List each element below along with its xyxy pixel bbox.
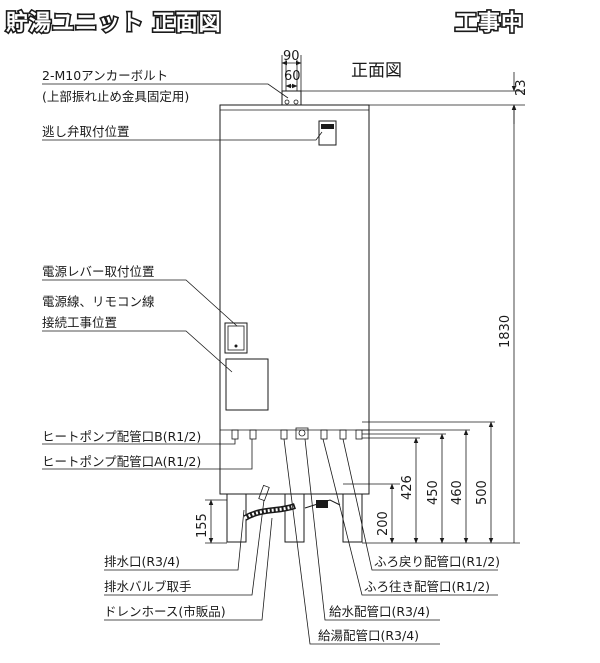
- dim-bolt-inner: 60: [284, 69, 301, 84]
- right-dimensions: 1830 426 450 460 500 200: [343, 104, 520, 544]
- dim-500: 500: [475, 480, 490, 505]
- power-lever-box: [224, 322, 248, 354]
- wiring-panel: [225, 358, 269, 411]
- storage-tank: [219, 90, 370, 495]
- status-badge: 工事中: [455, 10, 524, 36]
- dim-450: 450: [426, 480, 441, 505]
- callout-power-lever: 電源レバー取付位置: [42, 264, 155, 279]
- dim-bolt-outer: 90: [283, 49, 300, 64]
- drain-hose: [243, 484, 341, 521]
- callout-bath-supply: ふろ往き配管口(R1/2): [364, 579, 490, 594]
- top-dimensions: 90 60 23: [281, 49, 529, 124]
- callout-anchor-bolt-note: (上部振れ止め金具固定用): [42, 89, 189, 104]
- left-callouts: 2-M10アンカーボルト (上部振れ止め金具固定用) 逃し弁取付位置 電源レバー…: [42, 68, 323, 621]
- callout-bath-return: ふろ戻り配管口(R1/2): [374, 554, 500, 569]
- dim-leg: 155: [195, 513, 210, 538]
- dim-460: 460: [450, 480, 465, 505]
- callout-drain-port: 排水口(R3/4): [104, 554, 180, 569]
- anchor-bracket: [281, 90, 302, 106]
- right-callouts: ふろ戻り配管口(R1/2) ふろ往き配管口(R1/2) 給水配管口(R3/4) …: [283, 438, 500, 645]
- dim-total-height: 1830: [498, 315, 513, 348]
- callout-water-supply: 給水配管口(R3/4): [329, 604, 430, 619]
- callout-hot-water: 給湯配管口(R3/4): [318, 628, 419, 643]
- dim-top-offset: 23: [514, 79, 529, 96]
- callout-drain-valve: 排水バルブ取手: [104, 579, 192, 594]
- callout-relief-valve: 逃し弁取付位置: [42, 124, 130, 139]
- callout-power-line-1: 電源線、リモコン線: [42, 294, 155, 309]
- view-label: 正面図: [351, 61, 402, 81]
- callout-heatpump-b: ヒートポンプ配管口B(R1/2): [42, 429, 201, 444]
- dim-426: 426: [400, 475, 415, 500]
- callout-drain-hose: ドレンホース(市販品): [104, 604, 226, 619]
- leg-dimension: 155: [195, 499, 227, 544]
- relief-valve-box: [318, 120, 337, 146]
- callout-heatpump-a: ヒートポンプ配管口A(R1/2): [42, 454, 201, 469]
- dim-200: 200: [376, 511, 391, 536]
- callout-power-line-2: 接続工事位置: [42, 315, 117, 330]
- callout-anchor-bolt: 2-M10アンカーボルト: [42, 68, 168, 83]
- page-title: 貯湯ユニット 正面図: [6, 10, 222, 36]
